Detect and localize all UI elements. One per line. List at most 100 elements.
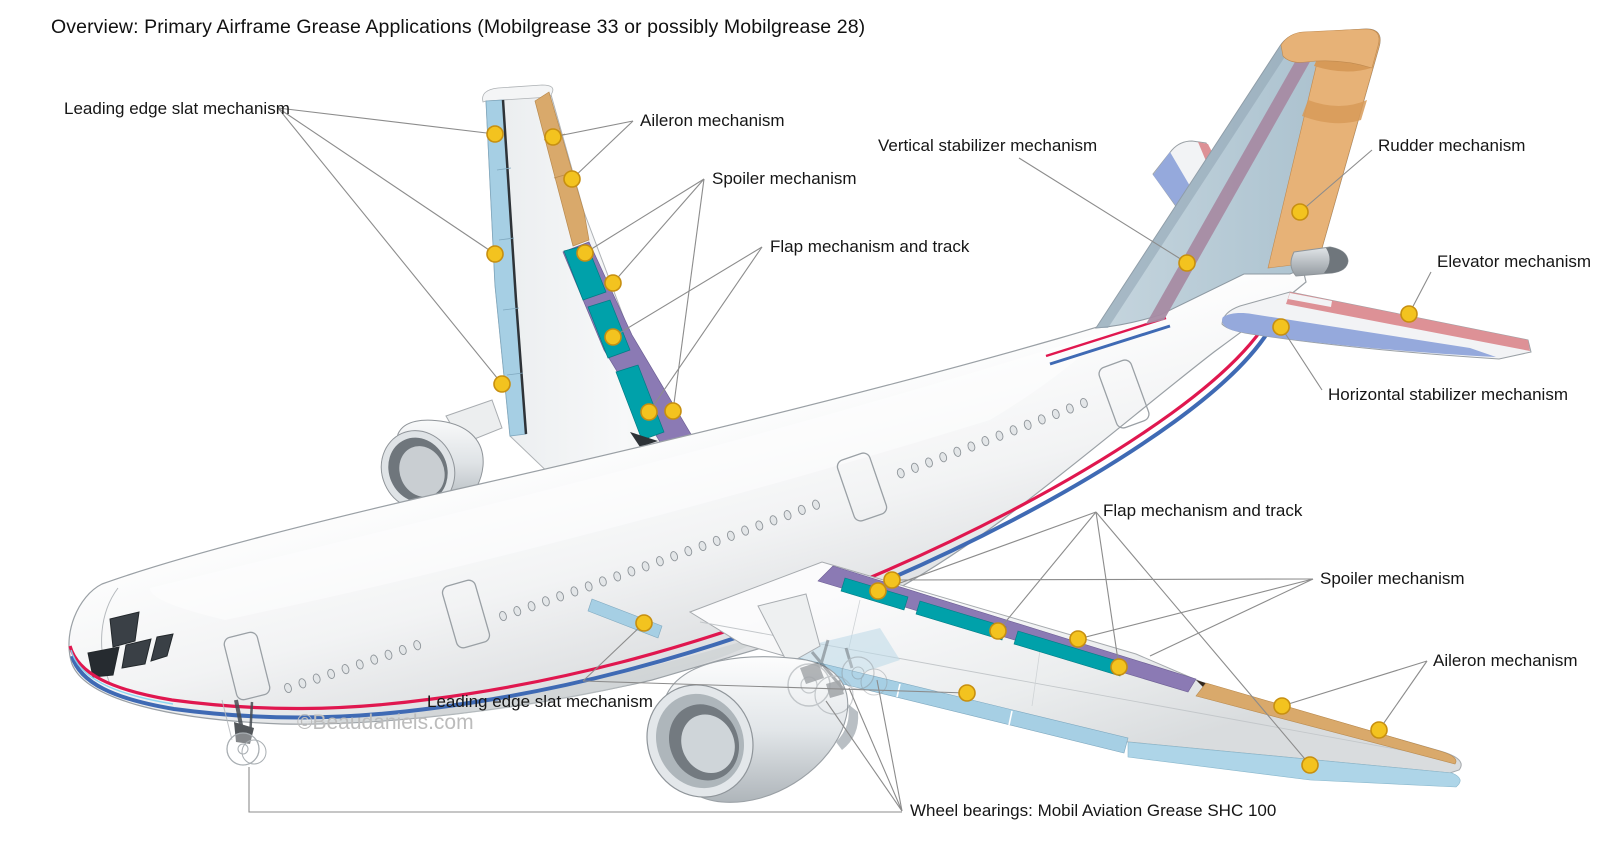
fuselage-stripes (68, 316, 1270, 720)
passenger-window (312, 673, 321, 684)
grease-point-dot (1370, 721, 1388, 739)
callout-slat-top: Leading edge slat mechanism (64, 99, 511, 393)
grease-point-dot (883, 571, 901, 589)
passenger-window (1065, 403, 1074, 414)
passenger-window (598, 576, 607, 587)
far-wingtip (482, 84, 554, 103)
passenger-window (655, 556, 664, 567)
grease-point-dot (958, 684, 976, 702)
passenger-window (413, 640, 422, 651)
passenger-window (341, 664, 350, 675)
passenger-window (812, 499, 820, 510)
leader-line (1299, 149, 1373, 213)
hstab-leading-band (1222, 313, 1496, 357)
grease-point-dot (989, 622, 1007, 640)
leader-line (582, 622, 645, 682)
fin-cap (1280, 28, 1380, 69)
passenger-window (1051, 408, 1060, 420)
grease-point-dot (1110, 658, 1128, 676)
passenger-window (670, 551, 679, 562)
callout-flap-top: Flap mechanism and track (604, 237, 970, 421)
leader-line (1149, 578, 1314, 657)
callout-label-flap-top: Flap mechanism and track (770, 237, 970, 256)
leader-line (612, 178, 705, 284)
passenger-window (499, 610, 507, 622)
leader-line (825, 700, 903, 812)
callout-elevator: Elevator mechanism (1400, 252, 1591, 323)
grease-point-dot (604, 274, 622, 292)
callout-label-flap-near: Flap mechanism and track (1103, 501, 1303, 520)
leader-line (584, 178, 705, 254)
leader-line (612, 246, 763, 338)
grease-point-dot (563, 170, 581, 188)
watermark-credit: ©Beaudaniels.com (297, 711, 474, 734)
grease-point-dot (664, 402, 682, 420)
passenger-window (896, 468, 905, 479)
passenger-window (298, 678, 307, 689)
near-aileron-band (1195, 682, 1457, 765)
grease-point-dot (493, 375, 511, 393)
passenger-window (355, 659, 364, 670)
callout-aileron-top: Aileron mechanism (544, 111, 785, 188)
passenger-window (953, 446, 962, 457)
vertical-stabilizer-fin (1095, 28, 1381, 329)
passenger-window (1037, 414, 1046, 425)
callout-wheel-bearings: Wheel bearings: Mobil Aviation Grease SH… (248, 679, 1276, 820)
nose-landing-gear (221, 699, 267, 766)
grease-point-dot (640, 403, 658, 421)
callout-label-slat-bottom: Leading edge slat mechanism (427, 692, 653, 711)
leader-line (1095, 511, 1311, 766)
leader-line (1077, 578, 1314, 640)
passenger-window (698, 540, 707, 552)
cockpit-windows (87, 611, 174, 678)
fin-stripe (1146, 44, 1320, 324)
leader-line (877, 511, 1097, 592)
leader-line (277, 107, 496, 255)
leader-line (277, 107, 503, 385)
passenger-window (1023, 419, 1032, 430)
passenger-window (641, 561, 650, 572)
callout-label-slat-top: Leading edge slat mechanism (64, 99, 290, 118)
far-flap-segment (615, 364, 665, 441)
callout-rudder: Rudder mechanism (1291, 136, 1525, 221)
passenger-window (967, 441, 976, 452)
callout-label-aileron-near: Aileron mechanism (1433, 651, 1578, 670)
passenger-window (769, 515, 778, 526)
passenger-window (755, 520, 764, 531)
grease-point-dot (869, 582, 887, 600)
leader-line (891, 578, 1314, 581)
callout-label-rudder: Rudder mechanism (1378, 136, 1525, 155)
passenger-window (939, 452, 948, 463)
passenger-window (981, 436, 990, 447)
passenger-window (527, 601, 536, 612)
grease-point-dot (486, 125, 504, 143)
leader-line (582, 680, 968, 694)
fuselage (68, 256, 1307, 725)
passenger-window (627, 566, 636, 577)
passenger-window (284, 682, 292, 694)
passenger-window (384, 649, 393, 660)
grease-point-dot (1178, 254, 1196, 272)
leader-line (672, 178, 705, 412)
passenger-window (783, 510, 792, 521)
leader-line (1018, 157, 1188, 264)
passenger-doors (223, 359, 1150, 701)
callout-label-spoiler-near: Spoiler mechanism (1320, 569, 1465, 588)
leader-line (648, 246, 763, 413)
passenger-window (570, 586, 579, 597)
passenger-window (995, 430, 1004, 441)
passenger-window (1079, 397, 1088, 409)
callout-spoiler-near: Spoiler mechanism (883, 569, 1465, 657)
passenger-window (584, 581, 593, 592)
airplane-illustration (68, 28, 1532, 803)
passenger-window (797, 504, 806, 515)
passenger-window (370, 654, 379, 665)
callout-spoiler-top: Spoiler mechanism (576, 169, 857, 420)
callout-label-elevator: Elevator mechanism (1437, 252, 1591, 271)
leader-line (876, 679, 903, 812)
grease-point-dot (1069, 630, 1087, 648)
callout-flap-near: Flap mechanism and track (869, 501, 1319, 774)
leader-line (552, 120, 634, 138)
